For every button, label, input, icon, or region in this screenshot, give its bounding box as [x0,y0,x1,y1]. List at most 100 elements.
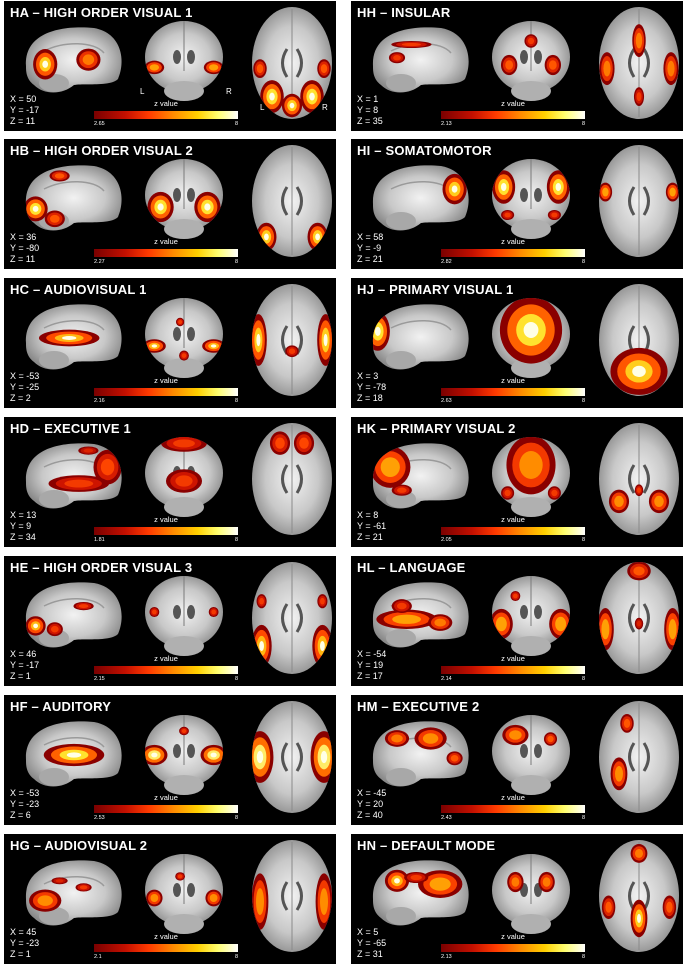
right-hemisphere-label: R [226,87,232,96]
sagittal-slice [25,443,122,509]
panel-title: HD – EXECUTIVE 1 [10,421,131,436]
colorbar-gradient [94,249,238,257]
sagittal-activation-blob [75,883,92,892]
colorbar-max: 8 [581,537,585,543]
axial-activation-blob [317,59,331,79]
axial-activation-blob [599,52,615,86]
sagittal-slice [372,443,469,509]
colorbar-label: z value [154,99,178,108]
colorbar-gradient [94,111,238,119]
coord-y: Y = -23 [10,799,40,809]
coronal-activation-blob [510,590,521,602]
colorbar-label: z value [154,376,178,385]
colorbar-min: 2.63 [441,398,452,404]
axial-activation-blob [293,431,315,455]
sagittal-activation-blob [414,727,447,750]
axial-activation-blob [253,59,267,79]
coronal-activation-blob [492,170,516,204]
axial-activation-blob [630,844,648,863]
coord-y: Y = 9 [10,521,32,531]
sagittal-slice [25,582,122,648]
coord-x: X = 1 [357,94,379,104]
coronal-activation-blob [161,437,207,452]
coronal-slice [492,159,570,239]
coronal-slice [145,576,223,656]
sagittal-activation-blob [391,41,432,48]
coronal-slice [145,298,223,378]
panel-title: HI – SOMATOMOTOR [357,143,492,158]
colorbar-min: 2.82 [441,259,452,265]
axial-activation-blob [599,608,614,651]
axial-activation-blob [312,624,332,668]
colorbar-max: 8 [234,398,238,404]
coronal-activation-blob [203,60,223,75]
coronal-activation-blob [502,724,529,746]
colorbar-label: z value [154,515,178,524]
coronal-activation-blob [501,209,515,221]
axial-activation-blob [662,895,677,919]
axial-slice [599,701,679,813]
sagittal-activation-blob [49,170,70,182]
sagittal-activation-blob [29,889,62,912]
colorbar-gradient [441,111,585,119]
colorbar-min: 2.53 [94,815,105,821]
coronal-slice [145,715,223,795]
colorbar-max: 8 [234,676,238,682]
coord-x: X = -54 [357,649,387,659]
axial-activation-blob [664,608,679,651]
brain-slices [25,423,332,535]
coronal-activation-blob [549,608,570,640]
sagittal-activation-blob [388,52,406,64]
coord-y: Y = -17 [10,660,40,670]
sagittal-activation-blob [391,599,412,614]
sagittal-activation-blob [404,871,429,884]
coord-y: Y = 20 [357,799,384,809]
sagittal-slice [372,165,469,231]
axial-activation-blob [620,713,634,733]
colorbar-label: z value [154,793,178,802]
coronal-activation-blob [202,339,223,353]
panel-title: HL – LANGUAGE [357,560,466,575]
axial-slice [252,562,332,674]
axial-slice [599,423,679,535]
axial-slice [252,145,332,257]
coord-y: Y = -80 [10,243,40,253]
panel-title: HH – INSULAR [357,5,451,20]
colorbar-gradient [441,249,585,257]
coronal-slice [492,21,570,101]
axial-activation-blob [663,52,679,86]
colorbar-gradient [94,944,238,952]
axial-activation-blob [632,24,646,58]
coord-z: Z = 21 [357,532,383,542]
sagittal-activation-blob [418,870,463,898]
coord-y: Y = -61 [357,521,387,531]
coronal-slice [145,854,223,934]
coord-z: Z = 11 [10,116,36,126]
colorbar-gradient [441,527,585,535]
axial-slice [599,145,679,257]
axial-activation-blob [648,489,670,514]
brain-slices [372,145,679,257]
axial-activation-blob [610,347,668,395]
coronal-activation-blob [547,209,561,221]
coord-z: Z = 31 [357,949,383,959]
sagittal-activation-blob [372,311,390,351]
axial-activation-blob [608,489,630,514]
axial-activation-blob [252,624,272,668]
coord-x: X = -53 [10,371,40,381]
coronal-activation-blob [546,170,570,204]
